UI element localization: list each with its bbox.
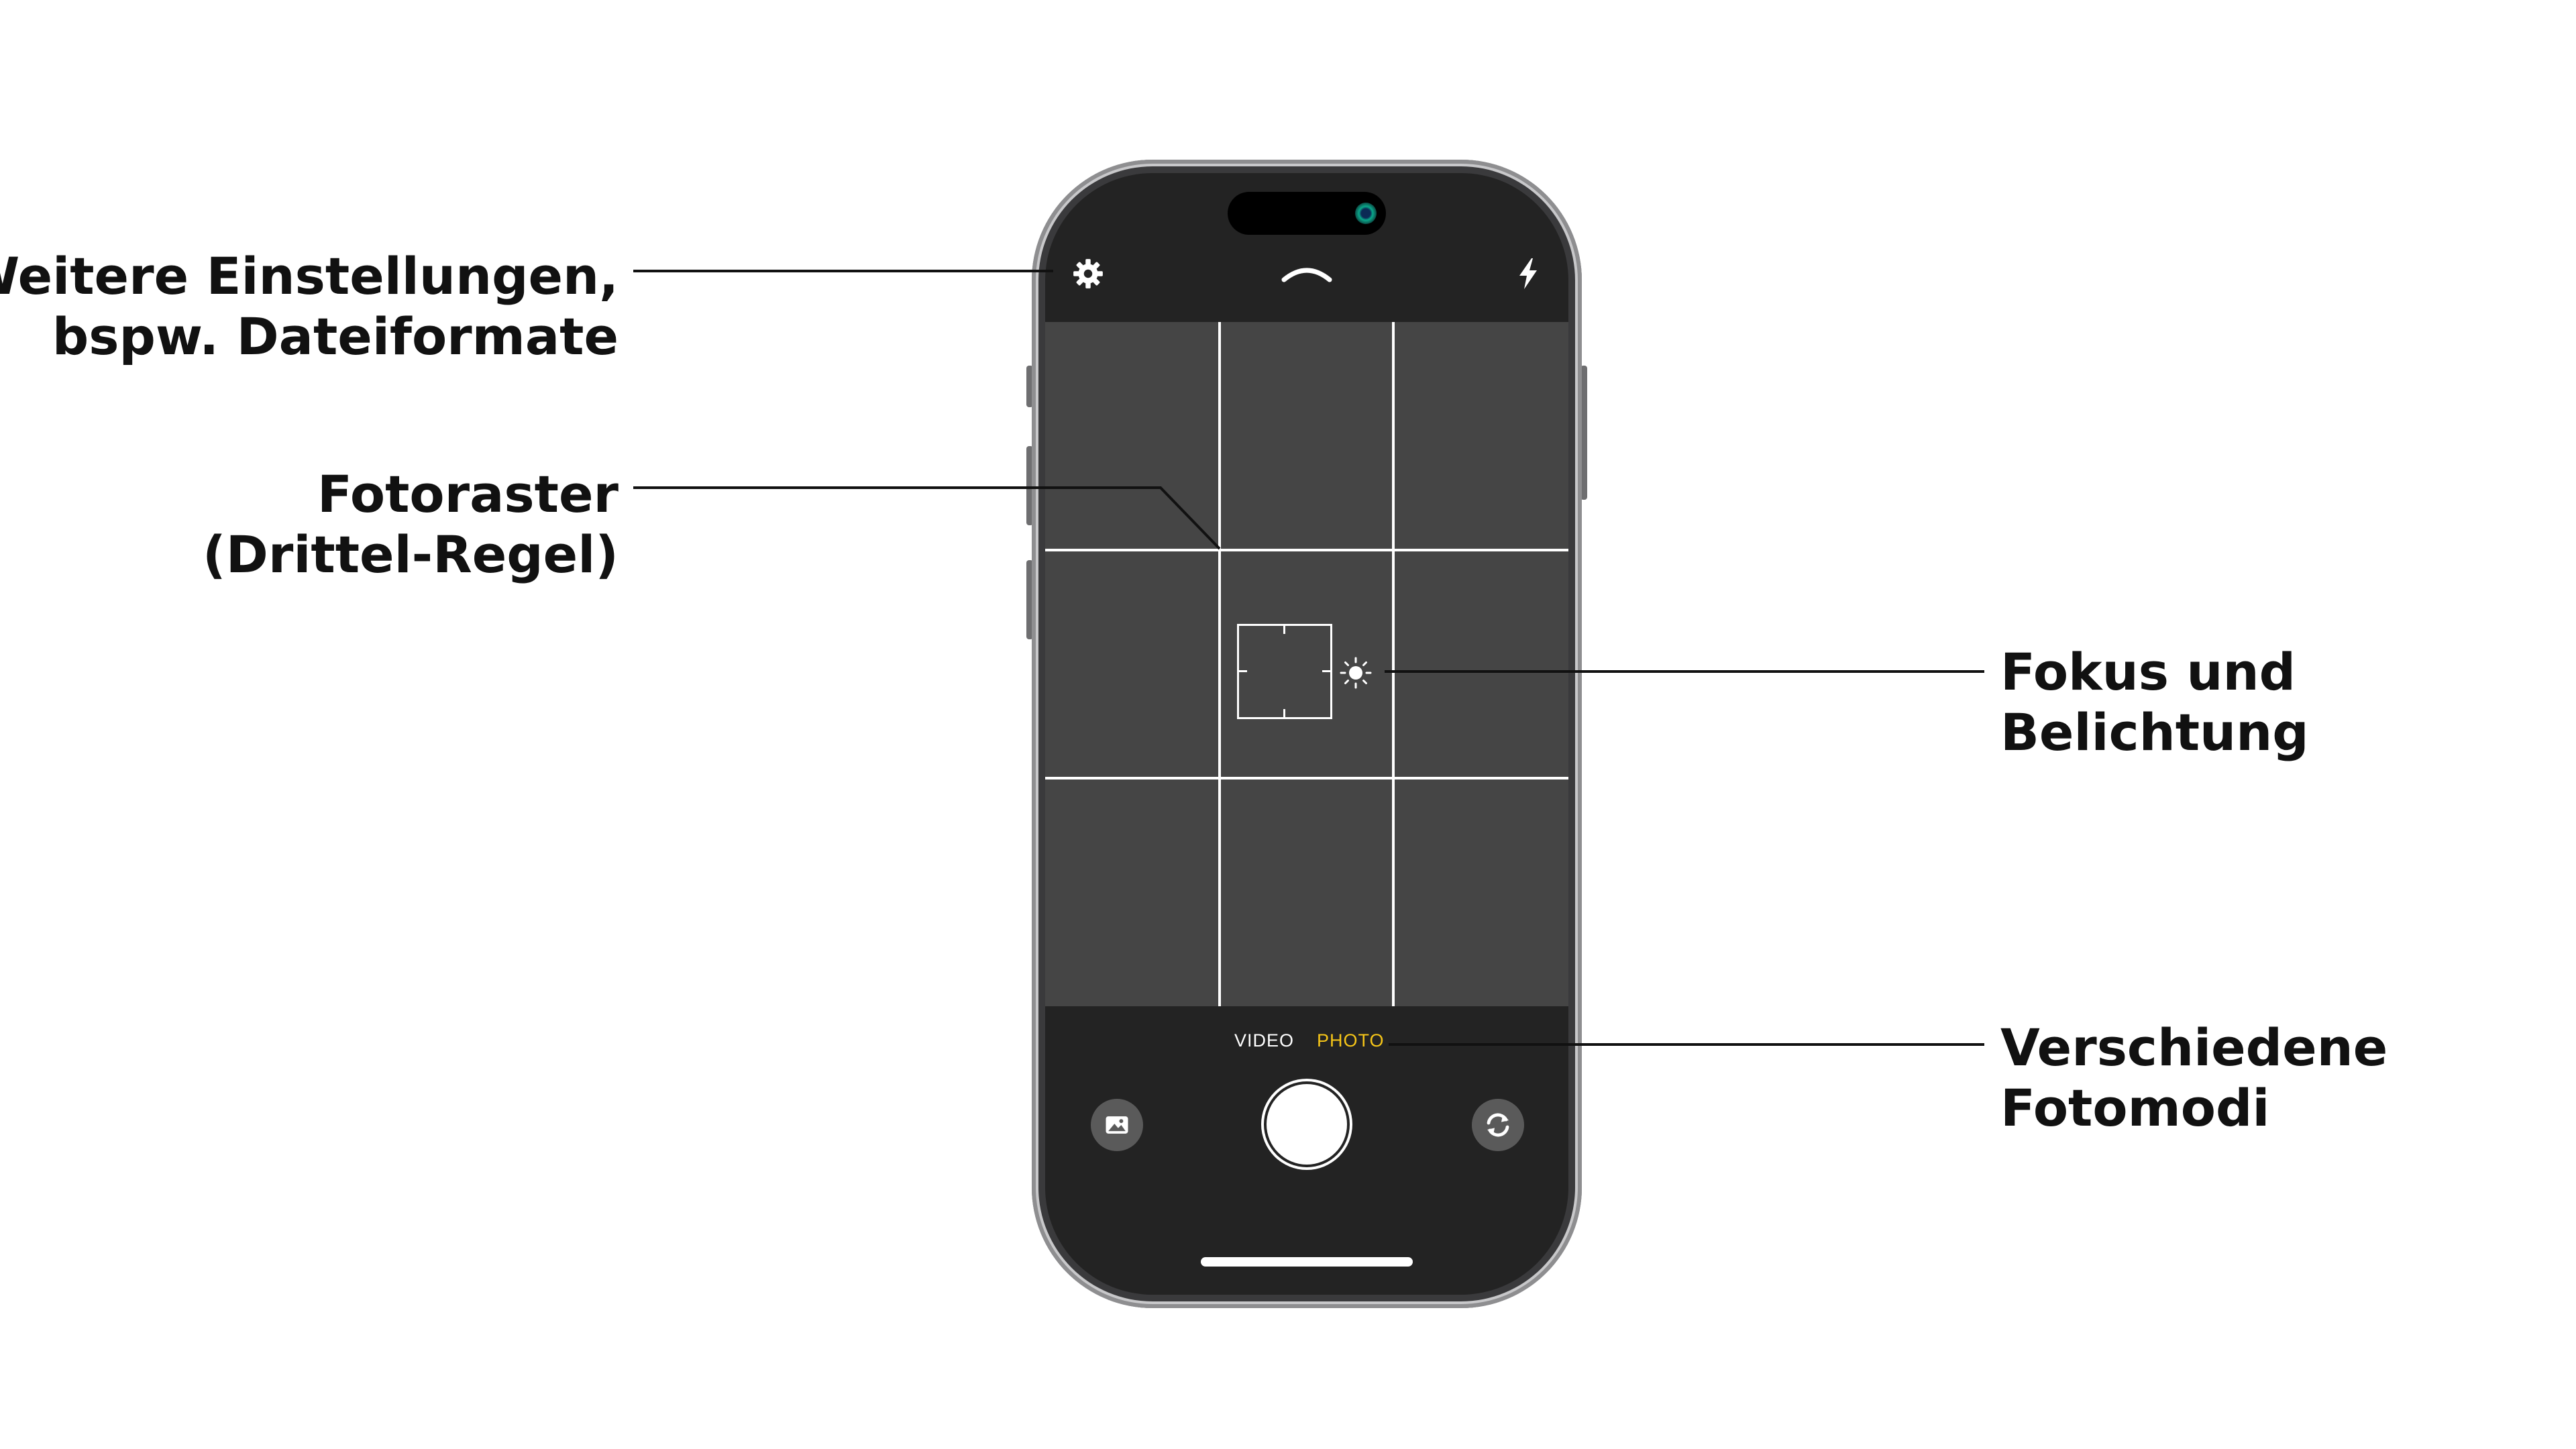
annotation-modes: Verschiedene Fotomodi xyxy=(2000,1018,2387,1138)
volume-up-button xyxy=(1026,446,1033,525)
shutter-inner xyxy=(1267,1084,1347,1165)
annotation-settings: Weitere Einstellungen, bspw. Dateiformat… xyxy=(0,246,619,367)
leader-line-grid xyxy=(633,486,1221,550)
annotation-grid-line2: (Drittel-Regel) xyxy=(203,525,619,584)
annotation-settings-line1: Weitere Einstellungen, xyxy=(0,246,619,306)
annotation-modes-line2: Fotomodi xyxy=(2000,1078,2270,1138)
mode-photo[interactable]: PHOTO xyxy=(1317,1030,1385,1051)
chevron-up-icon[interactable] xyxy=(1273,260,1340,287)
annotation-modes-line1: Verschiedene xyxy=(2000,1018,2388,1077)
front-camera-lens xyxy=(1355,203,1377,224)
volume-down-button xyxy=(1026,560,1033,639)
annotation-grid-line1: Fotoraster xyxy=(317,464,619,524)
home-indicator xyxy=(1201,1257,1413,1267)
shutter-button[interactable] xyxy=(1261,1079,1352,1170)
grid-line-horizontal-bottom xyxy=(1045,777,1568,780)
annotation-settings-line2: bspw. Dateiformate xyxy=(52,307,619,366)
annotation-focus-line2: Belichtung xyxy=(2000,702,2309,762)
grid-line-vertical-right xyxy=(1392,322,1395,1006)
viewfinder[interactable] xyxy=(1045,322,1568,1006)
annotation-grid: Fotoraster (Drittel-Regel) xyxy=(203,464,619,585)
switch-camera-icon xyxy=(1487,1113,1509,1137)
gallery-button[interactable] xyxy=(1091,1099,1143,1151)
phone-screen: VIDEO PHOTO xyxy=(1045,173,1568,1295)
gallery-icon xyxy=(1106,1116,1128,1134)
focus-square-icon[interactable] xyxy=(1237,624,1332,719)
annotation-focus-line1: Fokus und xyxy=(2000,642,2296,702)
sun-icon[interactable] xyxy=(1339,656,1373,690)
gear-icon[interactable] xyxy=(1069,255,1107,292)
grid-line-vertical-left xyxy=(1218,322,1221,1006)
switch-camera-button[interactable] xyxy=(1472,1099,1524,1151)
power-button xyxy=(1580,366,1587,500)
mode-video[interactable]: VIDEO xyxy=(1234,1030,1295,1051)
action-button xyxy=(1026,366,1033,407)
grid-line-horizontal-top xyxy=(1045,549,1568,551)
annotation-focus: Fokus und Belichtung xyxy=(2000,642,2309,763)
flash-icon[interactable] xyxy=(1511,255,1545,292)
dynamic-island xyxy=(1228,192,1386,235)
